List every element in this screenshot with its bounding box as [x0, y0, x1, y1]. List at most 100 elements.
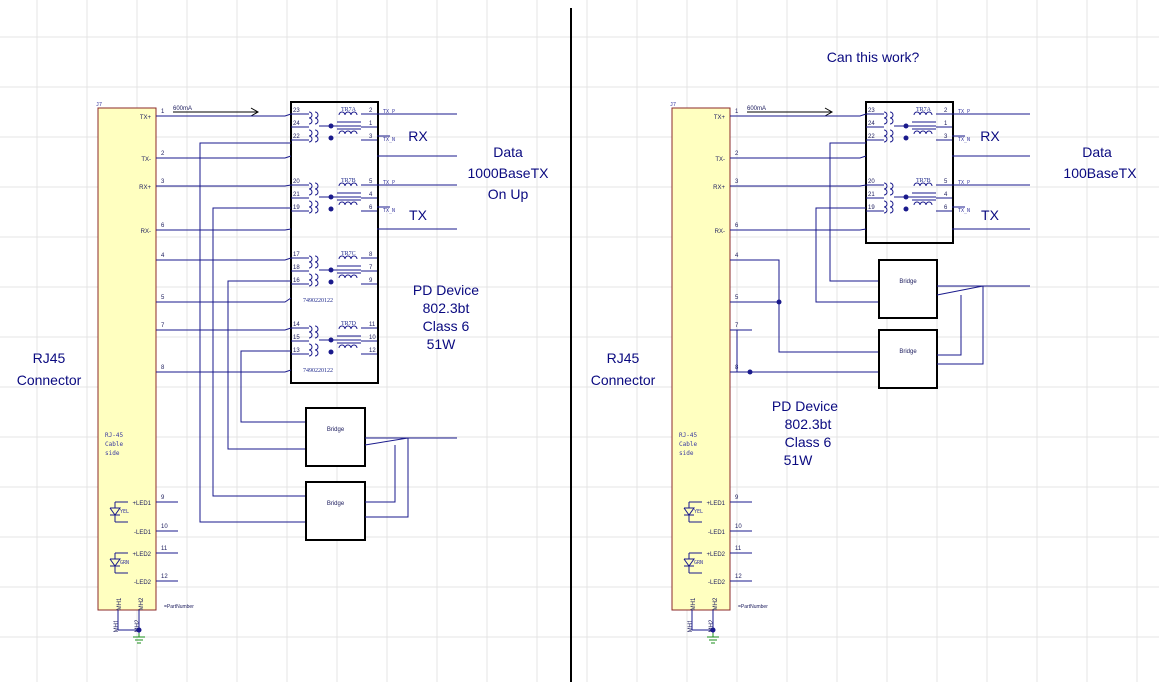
- ct-wire: [212, 207, 306, 497]
- xfmr-pin: 1: [944, 121, 948, 127]
- led-pin-number: 12: [735, 574, 742, 580]
- net-label: TX_P: [958, 109, 970, 115]
- xfmr-coil: [308, 343, 313, 357]
- led-pin-number: 12: [161, 574, 168, 580]
- xfmr-pin: 18: [293, 265, 300, 271]
- bridge-box: [878, 329, 938, 389]
- led-pin-name: +LED2: [706, 552, 725, 558]
- rj45-connector-body: [97, 107, 157, 611]
- led-color-label: YEL: [694, 509, 703, 515]
- transformer-module-box: [290, 101, 379, 384]
- mh-label: MH1: [691, 597, 697, 610]
- led-pin-name: +LED2: [132, 552, 151, 558]
- xfmr-coil: [889, 129, 894, 143]
- pd-label: Class 6: [785, 434, 832, 450]
- mh-label-outer: MH1: [114, 619, 120, 632]
- pair-wire: [178, 327, 292, 331]
- mh-junction: [710, 627, 716, 633]
- xfmr-coil: [338, 325, 358, 330]
- xfmr-pin: 19: [868, 205, 875, 211]
- rj45-side-text: side: [679, 450, 694, 457]
- xfmr-pin: 17: [293, 252, 300, 258]
- xfmr-pin: 7: [369, 265, 373, 271]
- bridge-out-wire: [365, 438, 409, 518]
- xfmr-pin: 3: [944, 134, 948, 140]
- xfmr-pin: 21: [868, 192, 875, 198]
- xfmr-coil: [338, 201, 358, 206]
- xfmr-pin: 6: [369, 205, 373, 211]
- rj45-pin-name: RX+: [713, 185, 725, 191]
- mh-label-outer: MH2: [135, 619, 141, 632]
- tx-label: TX: [981, 207, 1000, 223]
- xfmr-dot: [903, 135, 909, 141]
- xfmr-pin: 20: [293, 179, 300, 185]
- left-schematic: J71TX+2TX-3RX+6RX-4578RJ-45Cableside9+LE…: [17, 101, 550, 644]
- spare-pair-wire: [778, 302, 879, 353]
- pair-wire: [178, 257, 292, 261]
- rx-label: RX: [408, 128, 428, 144]
- data-label: 1000BaseTX: [468, 165, 550, 181]
- led-pin-name: +LED1: [132, 501, 151, 507]
- xfmr-pin: 24: [868, 121, 875, 127]
- xfmr-dot: [328, 135, 334, 141]
- bridge-box: [305, 481, 366, 541]
- led-pin-number: 9: [161, 495, 165, 501]
- xfmr-coil: [913, 201, 933, 206]
- mh-label: MH1: [117, 597, 123, 610]
- xfmr-pin: 11: [369, 322, 376, 328]
- xfmr-coil: [883, 200, 888, 214]
- bridge-out-wire: [937, 286, 984, 365]
- rj45-pin-name: TX-: [141, 157, 151, 163]
- ct-wire: [829, 142, 879, 282]
- rj45-pin-number: 3: [735, 179, 739, 185]
- connector-label: Connector: [17, 372, 82, 388]
- transformer-label: TR7B: [341, 178, 356, 184]
- rj45-side-text: RJ-45: [679, 432, 697, 439]
- led-color-label: YEL: [120, 509, 129, 515]
- rj45-pin-number: 6: [161, 223, 165, 229]
- pd-label: 51W: [784, 452, 814, 468]
- mh-label-outer: MH1: [688, 619, 694, 632]
- transformer-part-number: 7490220122: [303, 368, 333, 374]
- ct-wire: [815, 207, 879, 303]
- pair-wire: [178, 113, 292, 117]
- xfmr-pin: 21: [293, 192, 300, 198]
- led-pin-name: -LED2: [708, 580, 726, 586]
- rj45-pin-number: 5: [735, 295, 739, 301]
- net-label: TX_N: [383, 137, 395, 143]
- net-label: TX_N: [958, 208, 970, 214]
- xfmr-pin: 15: [293, 335, 300, 341]
- led-pin-name: -LED2: [134, 580, 152, 586]
- spare-pair-wire: [752, 259, 780, 302]
- xfmr-pin: 9: [369, 278, 373, 284]
- current-label: 600mA: [173, 106, 192, 112]
- xfmr-coil: [308, 200, 313, 214]
- rj45-pin-number: 5: [161, 295, 165, 301]
- mh-label-outer: MH2: [709, 619, 715, 632]
- xfmr-coil: [314, 325, 319, 339]
- led-pin-number: 10: [735, 524, 742, 530]
- xfmr-pin: 16: [293, 278, 300, 284]
- data-label: 100BaseTX: [1063, 165, 1137, 181]
- bridge-out-wire: [364, 437, 409, 446]
- rj45-pin-number: 7: [735, 323, 739, 329]
- rj45-pin-name: TX+: [140, 115, 152, 121]
- xfmr-pin: 3: [369, 134, 373, 140]
- transformer-label: TR7D: [341, 321, 357, 327]
- xfmr-pin: 22: [868, 134, 875, 140]
- rj45-pin-name: RX+: [139, 185, 151, 191]
- xfmr-coil: [314, 111, 319, 125]
- xfmr-dot: [903, 206, 909, 212]
- rj45-pin-number: 8: [161, 365, 165, 371]
- transformer-label: TR7A: [341, 107, 357, 113]
- ct-wire: [199, 142, 306, 523]
- mh-junction: [136, 627, 142, 633]
- current-arrowhead: [250, 107, 260, 117]
- bridge-out-wire: [937, 295, 962, 356]
- xfmr-coil: [338, 344, 358, 349]
- bridge-label: Bridge: [327, 501, 345, 507]
- net-label: TX_P: [383, 109, 395, 115]
- tx-label: TX: [409, 207, 428, 223]
- connector-label: RJ45: [607, 350, 640, 366]
- xfmr-pin: 19: [293, 205, 300, 211]
